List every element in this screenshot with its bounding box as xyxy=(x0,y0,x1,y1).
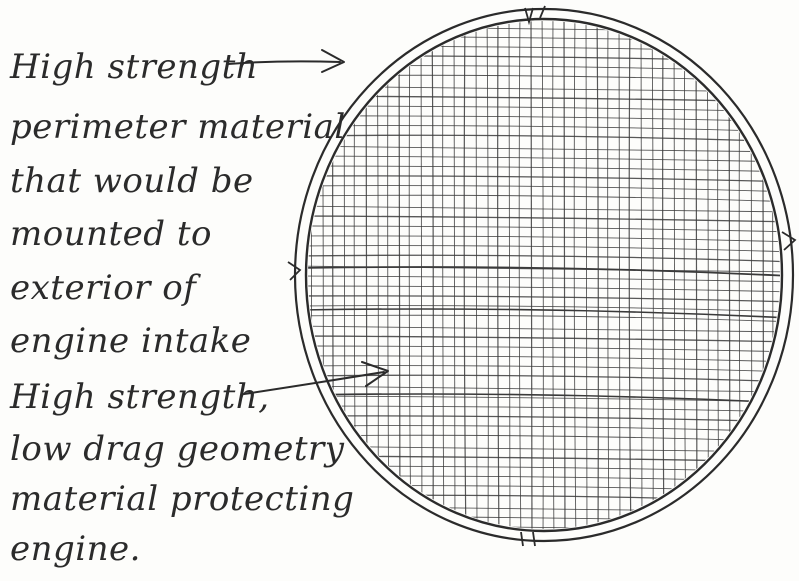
mesh-horizontal-strand xyxy=(295,356,795,362)
mesh-horizontal-strand xyxy=(295,255,795,262)
label-mesh-line-4: engine. xyxy=(10,529,141,569)
mesh-horizontal-strand xyxy=(295,315,795,322)
label-perimeter-line-2: perimeter material xyxy=(10,107,346,147)
mesh-horizontal-strand xyxy=(295,516,795,522)
mesh-heavy-strand xyxy=(300,309,790,318)
mount-tick-bottom-a xyxy=(521,532,523,546)
label-perimeter-line-4: mounted to xyxy=(10,214,212,254)
label-perimeter-line-5: exterior of xyxy=(10,268,201,308)
mesh-vertical-strand xyxy=(399,10,400,545)
mesh-horizontal-strand xyxy=(295,506,795,512)
mesh-vertical-strand xyxy=(409,10,411,545)
mesh-vertical-strand xyxy=(784,10,785,545)
mesh-horizontal-strand xyxy=(295,156,795,162)
mesh-heavy-strand xyxy=(300,394,790,403)
mesh-horizontal-strand xyxy=(295,216,795,222)
mesh-vertical-strand xyxy=(354,10,356,545)
mesh-horizontal-strand xyxy=(295,336,795,342)
mesh-vertical-strand xyxy=(762,10,763,545)
mesh-horizontal-strand xyxy=(295,276,795,282)
mesh-vertical-strand xyxy=(773,10,774,545)
mesh-horizontal-strand xyxy=(295,375,795,382)
mesh-vertical-strand xyxy=(608,10,609,545)
mesh-horizontal-strand xyxy=(295,495,795,502)
mesh-horizontal-strand xyxy=(295,236,795,242)
mesh-vertical-strand xyxy=(751,10,752,545)
label-mesh-line-3: material protecting xyxy=(10,479,354,519)
label-mesh-line-2: low drag geometry xyxy=(10,429,345,469)
mesh-horizontal-strand xyxy=(295,246,795,252)
mesh-vertical-strand xyxy=(574,10,576,545)
mesh-horizontal-strand xyxy=(295,406,795,412)
mesh-vertical-strand xyxy=(696,10,697,545)
label-perimeter-line-6: engine intake xyxy=(10,321,251,361)
mesh-vertical-strand xyxy=(542,10,543,545)
mount-tick-right xyxy=(782,232,795,250)
mesh-horizontal-strand xyxy=(295,126,795,132)
mesh-vertical-strand xyxy=(388,10,389,545)
mesh-horizontal-strand xyxy=(295,396,795,402)
mesh-horizontal-strand xyxy=(295,116,795,122)
mesh-vertical-strand xyxy=(739,10,741,545)
annotation-labels: High strength perimeter material that wo… xyxy=(9,47,354,569)
mesh-horizontal-strand xyxy=(295,56,795,62)
mesh-horizontal-strand xyxy=(295,486,795,492)
mesh-horizontal-strand xyxy=(295,326,795,332)
mesh-vertical-strand xyxy=(443,10,444,545)
mesh-horizontal-strand xyxy=(295,386,795,392)
mesh-vertical-strand xyxy=(454,10,455,545)
label-perimeter-line-1: High strength xyxy=(9,47,258,87)
mesh-horizontal-strand xyxy=(295,146,795,152)
mesh-horizontal-strand xyxy=(295,226,795,232)
label-perimeter-line-3: that would be xyxy=(10,161,254,201)
mesh-vertical-strand xyxy=(729,10,730,545)
mesh-horizontal-strand xyxy=(295,195,795,202)
mesh-horizontal-strand xyxy=(295,176,795,182)
mesh-horizontal-strand xyxy=(295,426,795,432)
mesh-horizontal-strand xyxy=(295,186,795,192)
mesh-horizontal-strand xyxy=(295,416,795,422)
mesh-vertical-strand xyxy=(597,10,598,545)
mesh-horizontal-strand xyxy=(295,346,795,352)
mesh-horizontal-strand xyxy=(295,135,795,142)
mount-tick-bottom-b xyxy=(533,532,535,546)
mesh-horizontal-strand xyxy=(295,26,795,32)
mesh-vertical-strand xyxy=(586,10,587,545)
mesh-vertical-strand xyxy=(432,10,433,545)
mesh-vertical-strand xyxy=(564,10,565,545)
mesh-horizontal-strand xyxy=(295,366,795,372)
mesh-horizontal-strand xyxy=(295,75,795,82)
mesh-horizontal-strand xyxy=(295,466,795,472)
mesh-horizontal-strand xyxy=(295,456,795,462)
mount-tick-top-b xyxy=(540,6,545,18)
mesh-horizontal-strand xyxy=(295,286,795,292)
mesh-horizontal-strand xyxy=(295,435,795,442)
annotation-arrows xyxy=(228,50,388,394)
mesh-horizontal-strand xyxy=(295,36,795,42)
mesh-horizontal-strand xyxy=(295,106,795,112)
mesh-horizontal-strand xyxy=(295,46,795,52)
mesh-vertical-strand xyxy=(421,10,422,545)
mesh-horizontal-strand xyxy=(295,66,795,72)
mesh-horizontal-strand xyxy=(295,296,795,302)
mesh-horizontal-strand xyxy=(295,206,795,212)
mesh-vertical-strand xyxy=(553,10,554,545)
mesh-horizontal-strand xyxy=(295,166,795,172)
label-mesh-line-1: High strength, xyxy=(9,377,270,417)
mesh-horizontal-strand xyxy=(295,476,795,482)
